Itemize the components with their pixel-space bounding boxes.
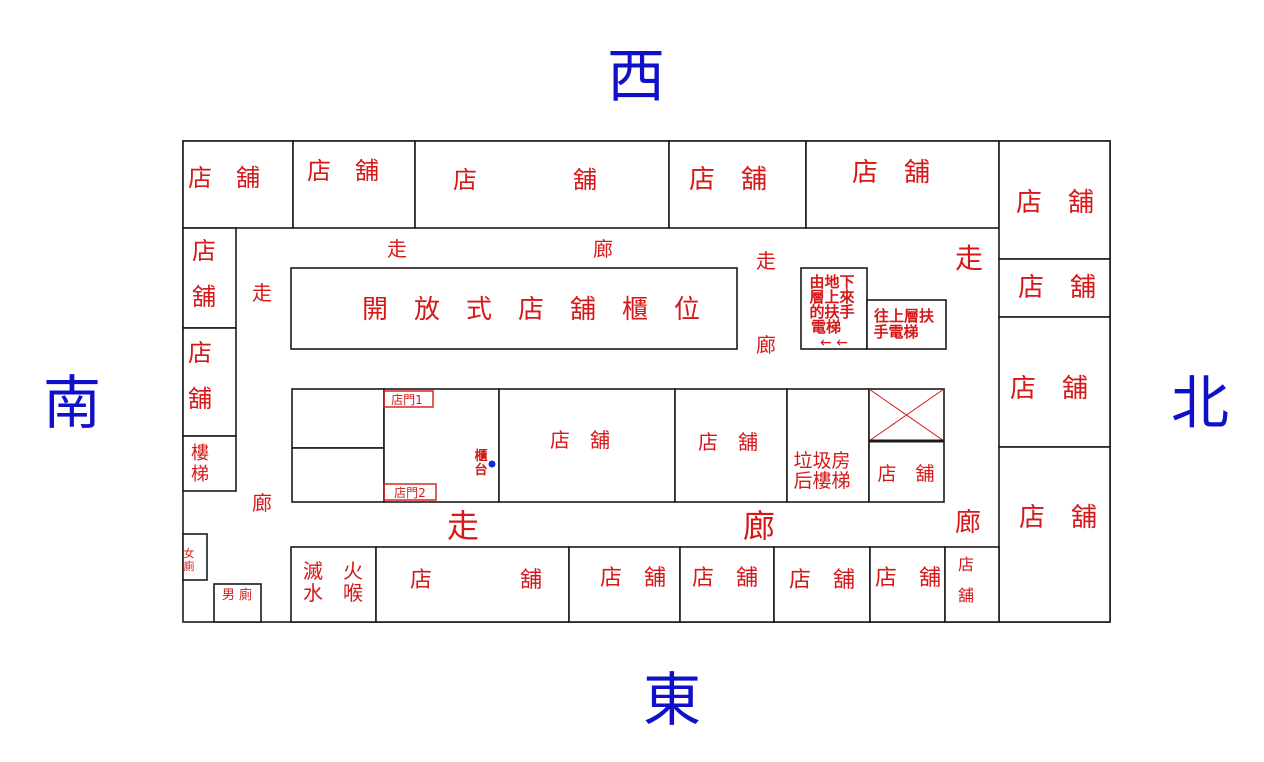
counter-label: 櫃 <box>474 448 487 464</box>
escalator-label: 由地下 <box>809 273 854 291</box>
direction-north: 北 <box>1171 369 1229 437</box>
shop-label: 店 舖 <box>1018 273 1096 303</box>
escalator-arrows: ← ← <box>820 335 848 351</box>
right-shop-column <box>998 140 1111 623</box>
garbage-stairs-label: 垃圾房 <box>793 450 850 472</box>
stairs-label: 樓 <box>191 443 209 464</box>
shop-char: 舖 <box>188 385 212 413</box>
shop-char: 店 <box>188 339 212 367</box>
shop-label: 店 舖 <box>689 165 767 195</box>
escalator-label: 的扶手 <box>809 303 854 321</box>
counter-dot <box>488 460 496 468</box>
shop-label: 店 舖 <box>1010 374 1088 404</box>
shop-label: 店 舖 <box>852 158 930 188</box>
void-cross <box>868 388 945 442</box>
womens-toilet-label: 女 <box>184 546 195 560</box>
direction-east: 東 <box>643 666 701 734</box>
open-counter-label: 開 放 式 店 舖 櫃 位 <box>362 295 700 325</box>
fire-hydrant-label: 水 喉 <box>303 581 363 605</box>
shop-label: 店 舖 <box>877 463 934 485</box>
corridor-label: 走 <box>756 249 776 273</box>
shop-door-1 <box>383 390 434 408</box>
corridor-label: 走 <box>387 237 407 261</box>
escalator-label: 層上來 <box>809 288 854 306</box>
middle-shop-row <box>291 388 945 503</box>
escalator-up-label: 往上層扶 <box>874 307 935 325</box>
direction-west: 西 <box>607 42 665 110</box>
direction-south: 南 <box>43 369 101 437</box>
shop-label: 店 舖 <box>307 157 379 185</box>
shop-label: 店 舖 <box>550 428 610 452</box>
corridor-label: 廊 <box>593 237 613 261</box>
womens-toilet-label: 廁 <box>184 559 195 573</box>
left-shop-column <box>182 227 237 492</box>
shop-label: 店 舖 <box>188 164 260 192</box>
shop-label: 店 舖 <box>453 166 597 194</box>
shop-label: 店 舖 <box>1019 503 1097 533</box>
shop-label: 店 舖 <box>1016 188 1094 218</box>
mens-toilet-label: 男 廁 <box>222 587 252 603</box>
corridor-label: 走 <box>955 242 983 275</box>
stairs-label: 梯 <box>191 464 209 485</box>
top-shop-row <box>182 140 1000 229</box>
shop-label: 店 舖 <box>789 568 855 593</box>
corridor-label: 走 <box>252 281 272 305</box>
shop-char: 舖 <box>192 283 216 311</box>
escalator-from-basement <box>800 267 868 350</box>
shop-label: 店 舖 <box>410 568 542 593</box>
open-counter-block <box>290 267 738 350</box>
corridor-label: 走 <box>447 507 479 545</box>
escalator-up <box>866 299 947 350</box>
fire-hydrant-label: 滅 火 <box>303 559 363 583</box>
shop-label: 店 舖 <box>875 566 941 591</box>
garbage-stairs-label: 后樓梯 <box>793 470 850 492</box>
bottom-shop-row <box>290 546 1000 623</box>
counter-label: 台 <box>474 462 487 478</box>
escalator-up-label: 手電梯 <box>873 323 918 341</box>
corridor-label: 廊 <box>743 507 775 545</box>
shop-door-2 <box>383 483 437 501</box>
shop-label: 店 舖 <box>600 566 666 591</box>
escalator-label: 電梯 <box>811 318 841 336</box>
mens-toilet <box>213 583 262 623</box>
shop-door-2-label: 店門2 <box>394 486 426 500</box>
shop-char: 舖 <box>958 586 974 605</box>
shop-char: 店 <box>192 237 216 265</box>
shop-label: 店 舖 <box>692 566 758 591</box>
shop-door-1-label: 店門1 <box>391 393 423 407</box>
shop-char: 店 <box>958 555 974 574</box>
corridor-label: 廊 <box>756 333 776 357</box>
shop-label: 店 舖 <box>698 430 758 454</box>
womens-toilet <box>182 533 208 581</box>
corridor-label: 廊 <box>955 508 981 538</box>
corridor-label: 廊 <box>252 491 272 515</box>
